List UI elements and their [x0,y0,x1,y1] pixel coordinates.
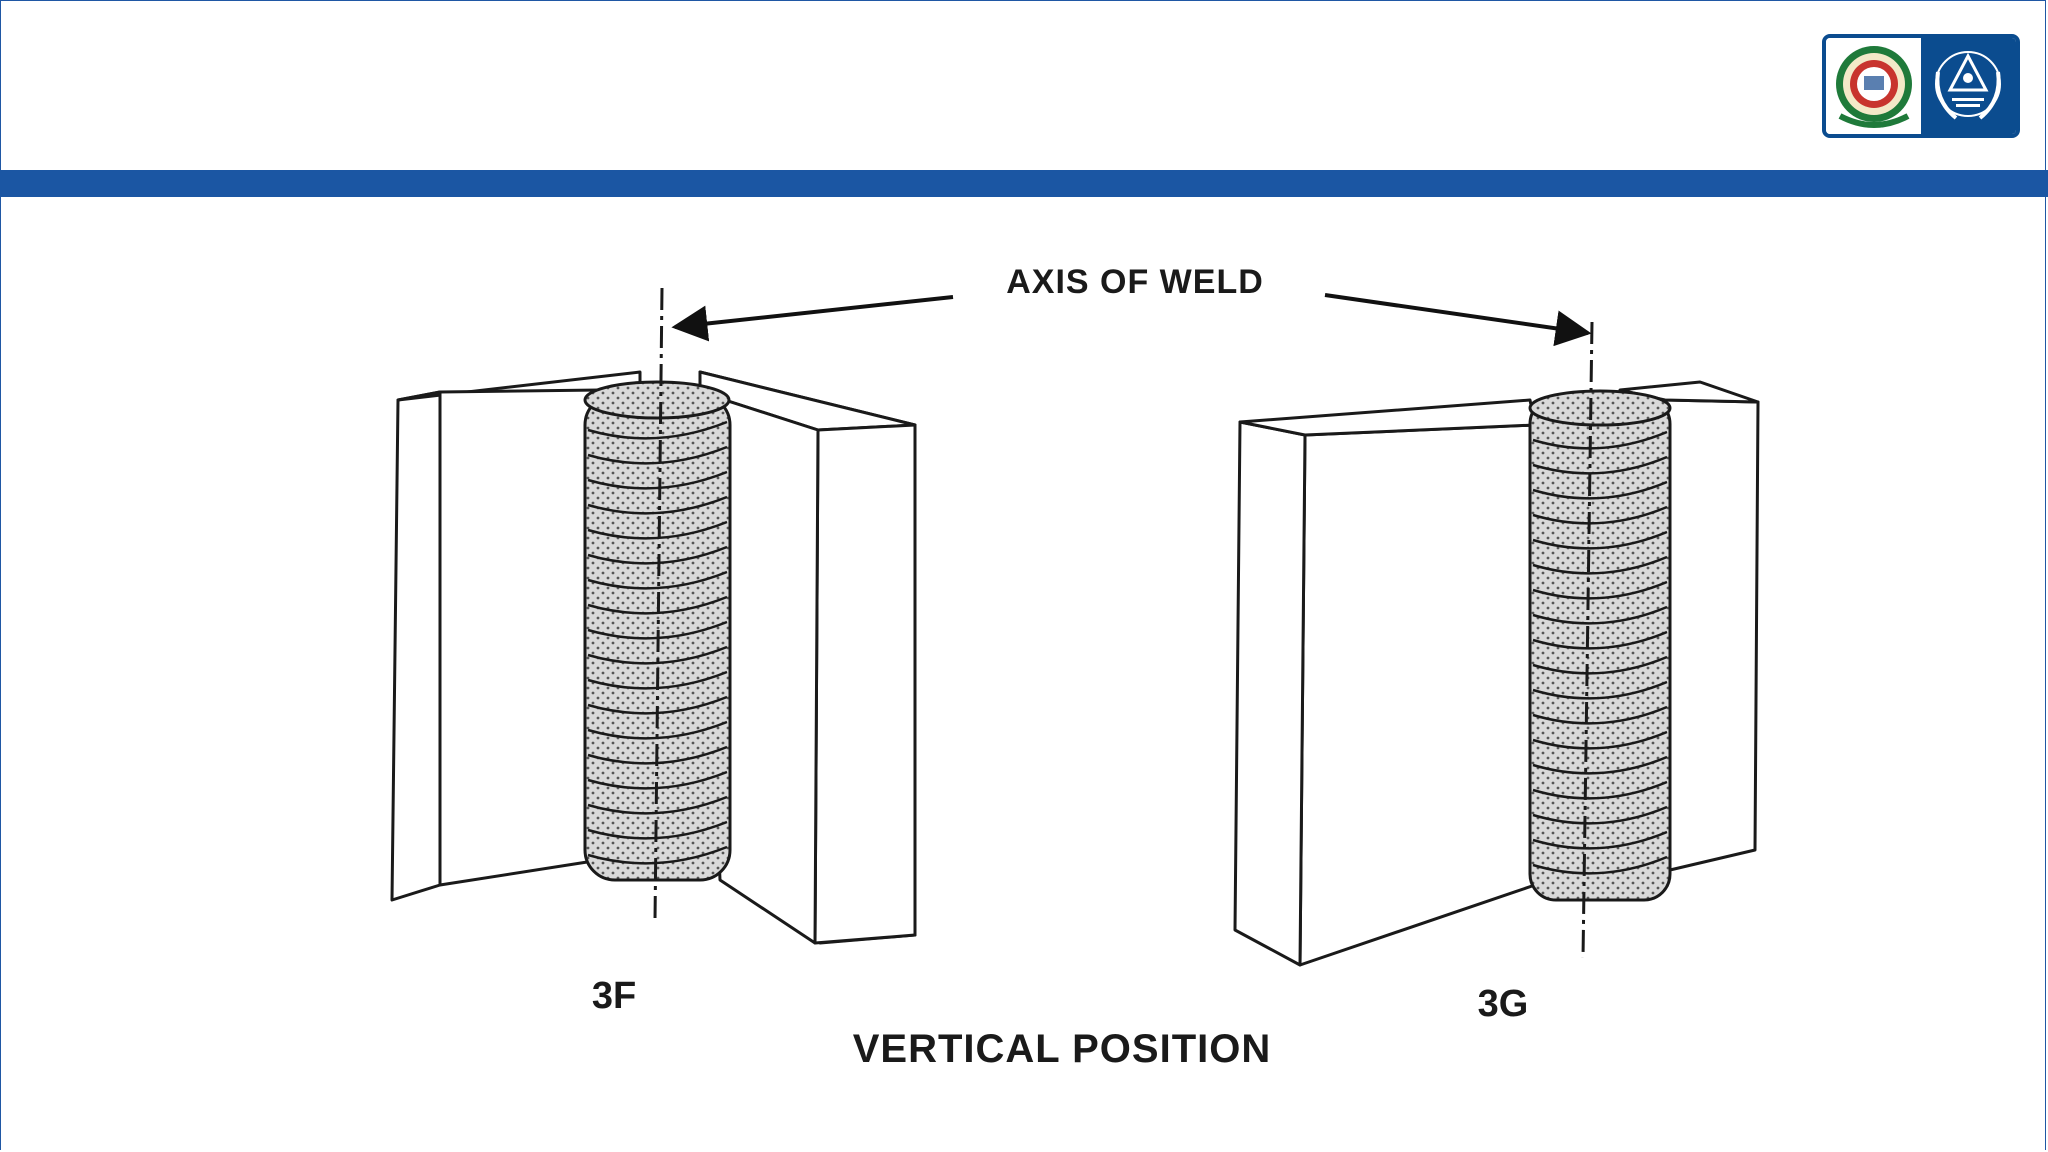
axis-arrow-left [671,295,954,342]
weld-ripples-3g [1532,430,1668,875]
axis-arrow-right [1324,293,1592,347]
department-emblem-icon [1935,51,2001,120]
header-band [0,170,2048,197]
logo-graphic [1826,38,2016,134]
university-seal-icon [1836,46,1912,128]
logo [1822,34,2020,138]
weld-axis-3f [653,287,664,921]
groove-joint-3g [1233,380,1760,967]
caption-vertical-position: VERTICAL POSITION [853,1027,1272,1071]
label-3g: 3G [1478,983,1529,1025]
label-3f: 3F [592,975,636,1017]
axis-of-weld-label: AXIS OF WELD [1006,263,1264,301]
weld-axis-3g [1581,321,1594,959]
